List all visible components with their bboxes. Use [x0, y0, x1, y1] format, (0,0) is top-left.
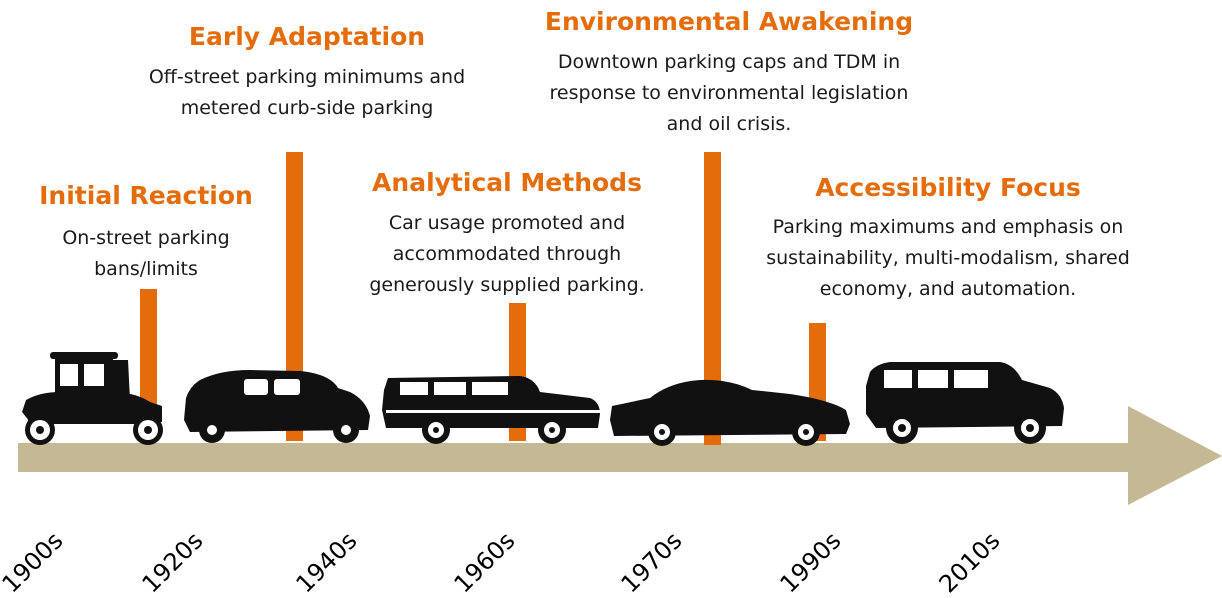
era-description-line: bans/limits — [94, 258, 198, 280]
era-description-initial-reaction: On-street parking bans/limits — [62, 223, 229, 285]
timeline-arrow — [18, 406, 1222, 505]
era-description-environmental-awakening: Downtown parking caps and TDM in respons… — [550, 47, 909, 140]
era-title-analytical-methods: Analytical Methods — [372, 168, 642, 197]
era-description-line: accommodated through — [392, 243, 622, 265]
era-description-analytical-methods: Car usage promoted and accommodated thro… — [369, 208, 644, 301]
era-description-line: generously supplied parking. — [369, 274, 645, 296]
timeline-arrow-shaft — [18, 443, 1133, 472]
era-description-line: and oil crisis. — [666, 113, 792, 135]
model-t-car-icon — [22, 352, 163, 445]
era-bar-environmental-awakening — [704, 152, 721, 445]
era-description-line: Downtown parking caps and TDM in — [557, 51, 901, 73]
station-wagon-car-icon — [382, 376, 600, 444]
era-title-early-adaptation: Early Adaptation — [188, 22, 426, 51]
era-description-line: response to environmental legislation — [549, 82, 909, 104]
era-description-line: economy, and automation. — [819, 278, 1077, 300]
era-description-accessibility-focus: Parking maximums and emphasis on sustain… — [766, 212, 1130, 305]
1930s-sedan-car-icon — [184, 370, 370, 443]
era-description-line: Off-street parking minimums and — [148, 66, 466, 88]
era-description-line: On-street parking — [62, 227, 230, 249]
era-description-line: Car usage promoted and — [388, 212, 626, 234]
era-title-initial-reaction: Initial Reaction — [39, 181, 253, 210]
timeline-arrow-head — [1128, 406, 1222, 505]
era-description-line: sustainability, multi-modalism, shared — [766, 247, 1130, 269]
era-title-accessibility-focus: Accessibility Focus — [815, 173, 1081, 202]
coupe-car-icon — [610, 379, 850, 446]
suv-car-icon — [866, 362, 1064, 444]
era-description-line: Parking maximums and emphasis on — [772, 216, 1124, 238]
era-description-line: metered curb-side parking — [180, 97, 434, 119]
era-bar-early-adaptation — [286, 152, 303, 441]
era-description-early-adaptation: Off-street parking minimums and metered … — [149, 62, 465, 124]
era-title-environmental-awakening: Environmental Awakening — [544, 7, 914, 36]
